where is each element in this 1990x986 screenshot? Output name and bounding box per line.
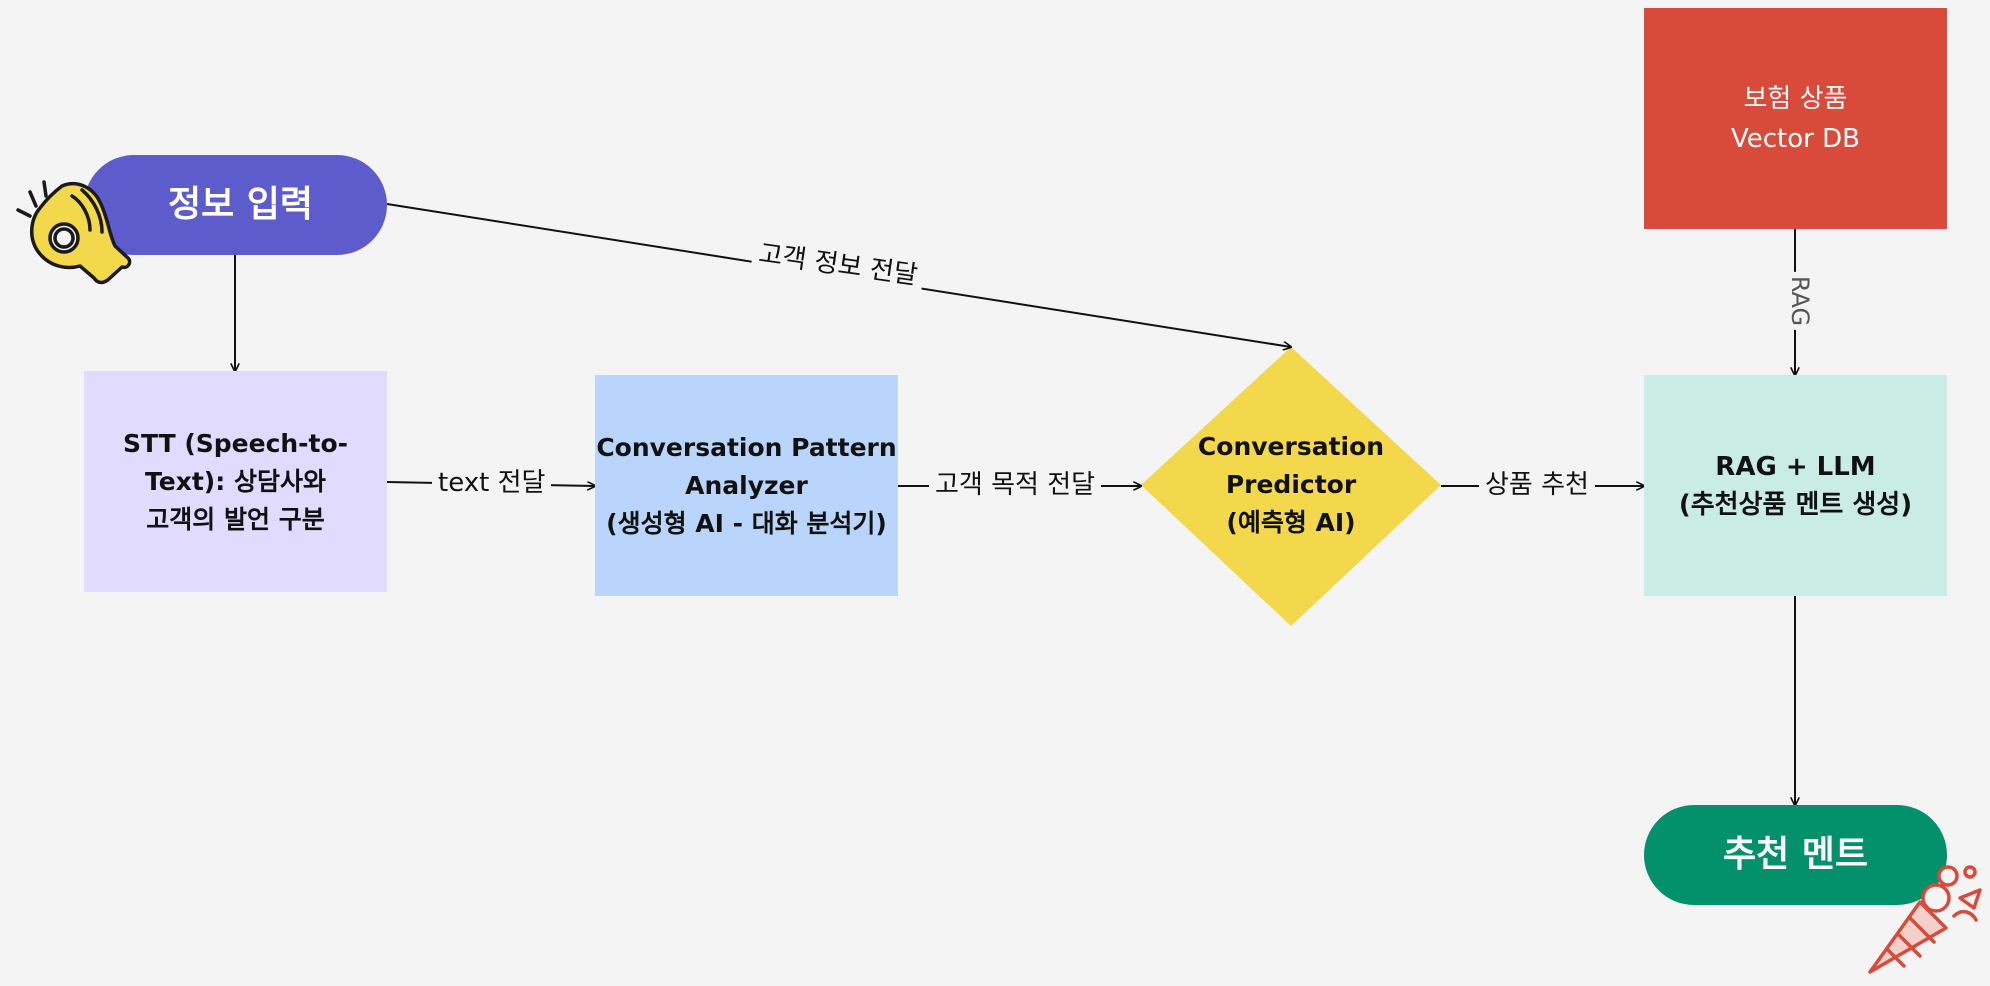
predictor-node[interactable]: Conversation Predictor (예측형 AI) [1141,425,1441,545]
stt-node-label: STT (Speech-to- Text): 상담사와 고객의 발언 구분 [122,428,349,534]
predictor-diamond[interactable] [1141,347,1441,626]
input-node[interactable]: 정보 입력 [84,155,387,255]
edge-label-predictor-rag: 상품 추천 [1479,469,1595,501]
analyzer-node-label: Conversation Pattern Analyzer (생성형 AI - … [596,432,897,538]
output-node-label: 추천 멘트 [1722,834,1868,875]
edge-label-analyzer-predictor: 고객 목적 전달 [929,469,1102,501]
rag-llm-node-label: RAG + LLM (추천상품 멘트 생성) [1678,451,1913,520]
output-node[interactable]: 추천 멘트 [1644,805,1947,905]
ok-hand-icon [16,180,132,285]
analyzer-node[interactable]: Conversation Pattern Analyzer (생성형 AI - … [595,375,898,596]
stt-node[interactable]: STT (Speech-to- Text): 상담사와 고객의 발언 구분 [84,371,387,592]
rag-llm-node[interactable]: RAG + LLM (추천상품 멘트 생성) [1644,375,1947,596]
vector-db-node-label: 보험 상품 Vector DB [1731,83,1860,154]
input-node-label: 정보 입력 [167,184,313,225]
predictor-node-label: Conversation Predictor (예측형 AI) [1197,432,1385,537]
party-popper-icon [1868,865,1982,974]
edge-label-stt-analyzer: text 전달 [432,467,552,499]
edge-label-db-rag: RAG [1784,271,1817,331]
vector-db-node[interactable]: 보험 상품 Vector DB [1644,8,1947,229]
